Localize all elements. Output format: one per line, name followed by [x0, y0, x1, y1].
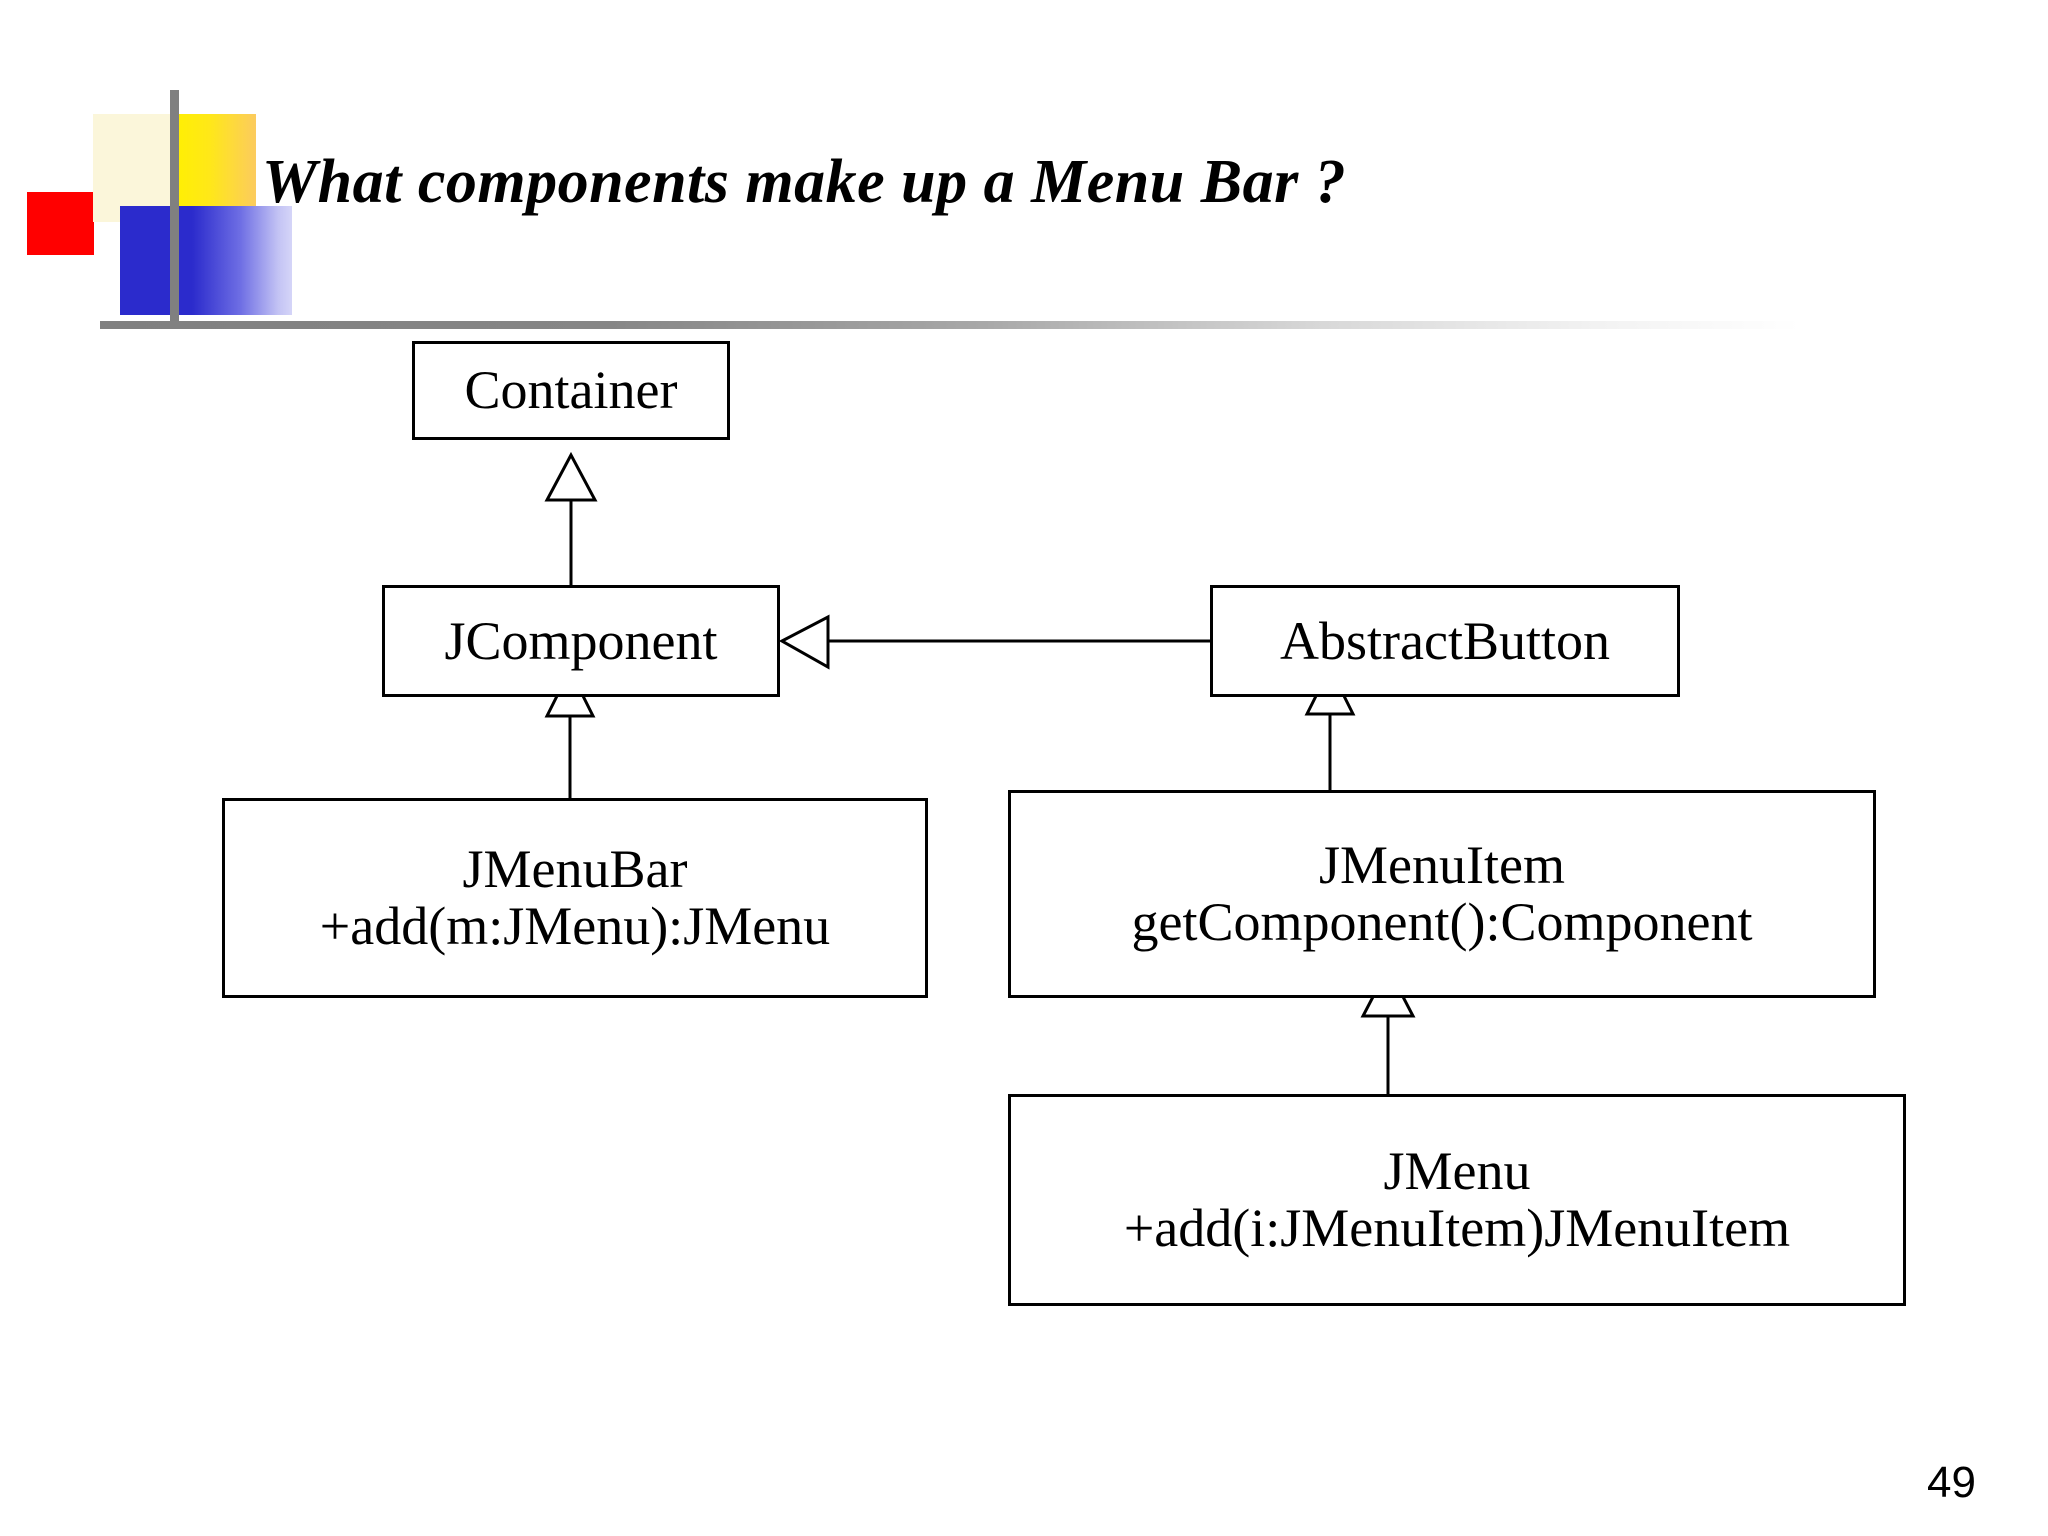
gray-vertical-line-icon [170, 90, 179, 328]
uml-class-jmenuitem[interactable]: JMenuItem getComponent():Component [1008, 790, 1876, 998]
page-title: What components make up a Menu Bar ? [262, 148, 1347, 216]
uml-class-jmenu[interactable]: JMenu +add(i:JMenuItem)JMenuItem [1008, 1094, 1906, 1306]
class-operations-jmenuitem: getComponent():Component [1131, 892, 1753, 952]
class-name-abstractbutton: AbstractButton [1280, 610, 1610, 671]
class-name-jmenu: JMenu [1383, 1141, 1531, 1202]
uml-class-jmenubar[interactable]: JMenuBar +add(m:JMenu):JMenu [222, 798, 928, 998]
class-operations-jmenubar: +add(m:JMenu):JMenu [319, 896, 831, 956]
uml-class-jcomponent[interactable]: JComponent [382, 585, 780, 697]
uml-class-abstractbutton[interactable]: AbstractButton [1210, 585, 1680, 697]
class-name-container: Container [464, 360, 678, 421]
header-divider [100, 321, 1800, 329]
page-number: 49 [1927, 1458, 1976, 1507]
arrowhead-jcomponent [778, 614, 830, 670]
class-name-jmenuitem: JMenuItem [1319, 835, 1565, 896]
uml-class-container[interactable]: Container [412, 341, 730, 440]
class-operations-jmenu: +add(i:JMenuItem)JMenuItem [1123, 1198, 1791, 1258]
class-name-jcomponent: JComponent [444, 610, 718, 671]
arrowhead-container [544, 451, 598, 502]
blue-gradient-square-icon [120, 206, 292, 315]
class-name-jmenubar: JMenuBar [462, 839, 688, 900]
yellow-gradient-square-icon [171, 114, 256, 207]
red-square-icon [27, 192, 94, 255]
slide-logo [0, 0, 340, 340]
cream-square-icon [93, 114, 171, 222]
